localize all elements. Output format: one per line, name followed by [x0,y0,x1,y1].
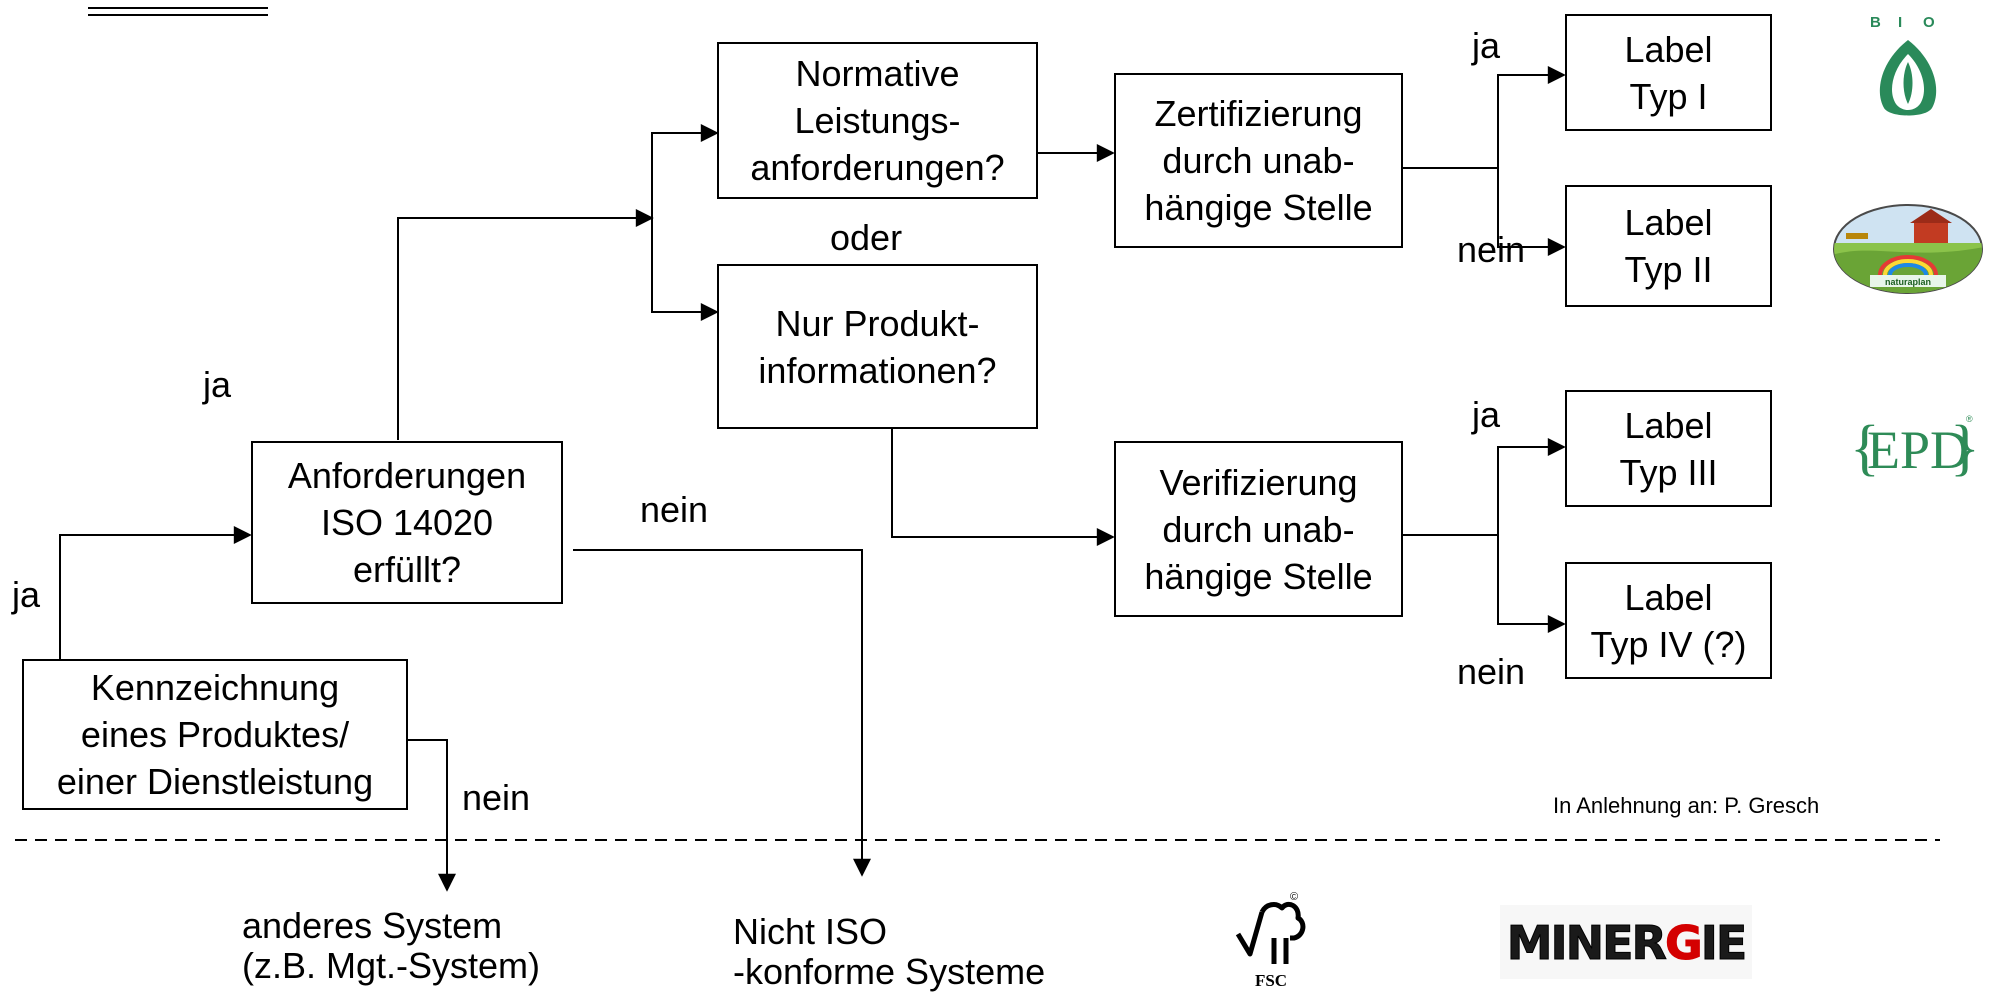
node-kennzeichnung-text: Kennzeichnung eines Produktes/ einer Die… [56,667,374,802]
epd-registered-mark: ® [1966,414,1973,424]
fsc-text: FSC [1255,971,1287,990]
bio-leaf-icon [1879,40,1937,116]
naturaplan-text: naturaplan [1885,277,1931,287]
node-label-typ-4: Label Typ IV (?) [1565,562,1772,679]
edge-nurprodukt-to-verifizierung [891,428,1115,546]
tree-check-icon [1235,901,1306,964]
svg-text:{: { [1850,414,1880,482]
outcome-anderes-system: anderes System (z.B. Mgt.-System) [242,905,541,986]
naturaplan-logo: naturaplan [1832,203,1984,295]
edge-label-nein: nein [1457,651,1526,692]
node-anforderungen: Anforderungen ISO 14020 erfüllt? [251,441,563,604]
edge-label-nein: nein [640,489,709,530]
edge-ja-to-split [397,209,654,440]
edge-label-ja: ja [12,574,41,615]
edge-ja-to-anforderungen [59,526,252,660]
outcome-nicht-iso: Nicht ISO -konforme Systeme [733,911,1046,992]
edge-label-nein: nein [1457,229,1526,270]
node-label-typ-1-text: Label Typ I [1624,28,1713,117]
edge-label-nein: nein [462,777,531,818]
minergie-text-suffix: IE [1701,916,1746,970]
edge-to-normative [651,124,719,312]
minergie-text-prefix: MINER [1507,916,1667,970]
minergie-text-g: G [1665,916,1701,970]
svg-text:O: O [1923,14,1935,31]
node-nur-produkt: Nur Produkt- informationen? [717,264,1038,429]
edge-label-ja: ja [1472,394,1501,435]
edge-label-oder: oder [830,217,903,258]
epd-logo: { EPD } ® [1850,410,1975,490]
edge-to-label3 [1497,438,1566,535]
node-label-typ-3: Label Typ III [1565,390,1772,507]
fsc-copyright-mark: © [1290,891,1298,903]
edge-to-label4 [1497,535,1566,633]
minergie-logo: MINERGIE [1500,905,1752,979]
node-normative-text: Normative Leistungs- anforderungen? [750,53,1005,188]
edge-to-nur-produkt [651,218,719,321]
edge-to-label2 [1497,168,1566,256]
node-label-typ-2: Label Typ II [1565,185,1772,307]
svg-text:I: I [1898,14,1902,31]
edge-nein-to-anderes-system [393,739,456,892]
edge-label-ja: ja [203,364,232,405]
node-label-typ-1: Label Typ I [1565,14,1772,131]
node-kennzeichnung: Kennzeichnung eines Produktes/ einer Die… [22,659,408,810]
edge-to-label1 [1497,66,1566,168]
node-verifizierung-text: Verifizierung durch unab- hängige Stelle [1144,461,1373,597]
edge-label-ja: ja [1472,25,1501,66]
epd-text: EPD [1867,420,1969,480]
node-anforderungen-text: Anforderungen ISO 14020 erfüllt? [287,455,527,590]
node-normative: Normative Leistungs- anforderungen? [717,42,1038,199]
node-label-typ-3-text: Label Typ III [1619,404,1718,493]
fsc-logo: © FSC [1232,886,1310,994]
node-zertifizierung-text: Zertifizierung durch unab- hängige Stell… [1144,93,1373,228]
node-nur-produkt-text: Nur Produkt- informationen? [758,302,997,391]
svg-text:MINERGIE: MINERGIE [1507,916,1746,970]
svg-text:}: } [1950,414,1975,482]
source-credit: In Anlehnung an: P. Gresch [1553,793,1820,818]
node-label-typ-4-text: Label Typ IV (?) [1590,576,1747,665]
node-zertifizierung: Zertifizierung durch unab- hängige Stell… [1114,73,1403,248]
svg-text:B: B [1870,14,1881,31]
edge-nein-to-nicht-iso [573,549,871,877]
node-verifizierung: Verifizierung durch unab- hängige Stelle [1114,441,1403,617]
node-label-typ-2-text: Label Typ II [1624,202,1713,290]
